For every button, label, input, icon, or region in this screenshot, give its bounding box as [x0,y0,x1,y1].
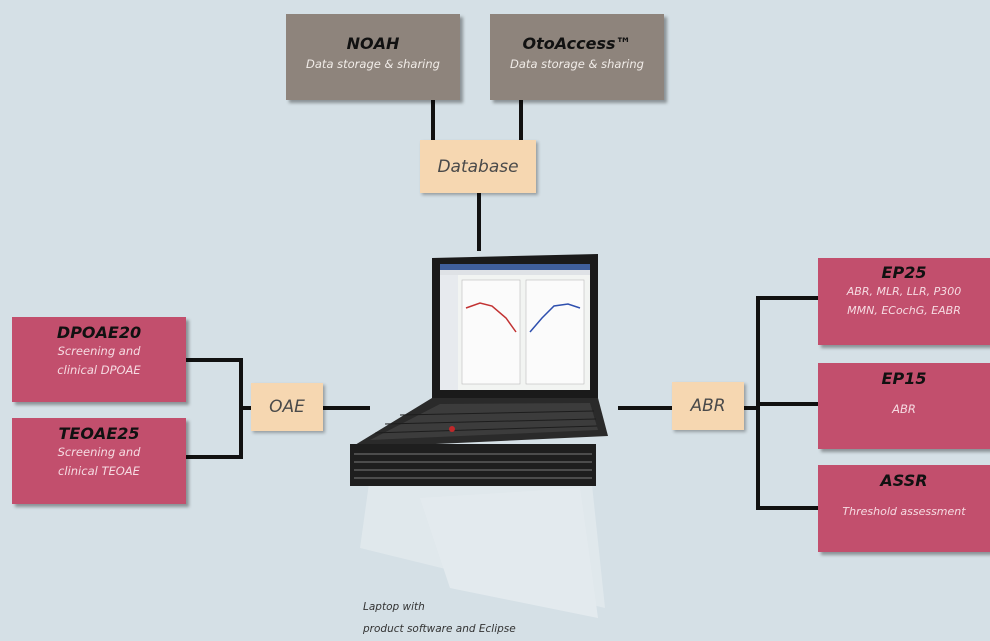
connector-otoaccess-database [519,100,523,140]
connector-ep15 [756,402,818,406]
otoaccess-subtitle: Data storage & sharing [510,57,644,71]
ep25-title: EP25 [881,263,927,282]
noah-box: NOAH Data storage & sharing [286,14,460,100]
noah-title: NOAH [346,34,400,53]
connector-dpoae-bracket [186,358,243,362]
connector-left-to-oae [239,406,251,410]
dpoae20-line2: clinical DPOAE [57,363,141,377]
connector-teoae-bracket [186,455,243,459]
otoaccess-title: OtoAccess™ [522,34,632,53]
ep15-title: EP15 [881,369,927,388]
assr-box: ASSR Threshold assessment [818,465,990,552]
connector-ep25 [756,296,818,300]
connector-laptop-abr [618,406,672,410]
otoaccess-box: OtoAccess™ Data storage & sharing [490,14,664,100]
noah-subtitle: Data storage & sharing [306,57,440,71]
ep25-box: EP25 ABR, MLR, LLR, P300 MMN, ECochG, EA… [818,258,990,345]
assr-line1: Threshold assessment [842,505,966,518]
oae-label: OAE [251,383,323,431]
laptop-front [350,444,596,486]
ep25-line1: ABR, MLR, LLR, P300 [846,285,962,298]
caption-line1: Laptop with [363,601,425,613]
dpoae20-title: DPOAE20 [56,323,142,342]
connector-noah-database [431,100,435,140]
connector-assr [756,506,818,510]
teoae25-box: TEOAE25 Screening and clinical TEOAE [12,418,186,504]
abr-label: ABR [672,382,744,430]
ep15-line1: ABR [892,402,916,416]
laptop-reflection [360,466,605,618]
laptop-caption: Laptop with product software and Eclipse [363,596,623,640]
caption-line2: product software and Eclipse [363,623,516,635]
connector-abr-right [744,406,758,410]
laptop-illustration [350,254,608,618]
teoae25-line2: clinical TEOAE [58,464,140,478]
assr-title: ASSR [880,471,928,490]
dpoae20-line1: Screening and [57,344,141,358]
database-label: Database [420,140,536,193]
teoae25-title: TEOAE25 [58,424,140,443]
ep15-box: EP15 ABR [818,363,990,449]
dpoae20-box: DPOAE20 Screening and clinical DPOAE [12,317,186,402]
ep25-line2: MMN, ECochG, EABR [847,304,961,317]
connector-database-laptop [477,193,481,251]
teoae25-line1: Screening and [57,445,141,459]
connector-oae-laptop [323,406,370,410]
